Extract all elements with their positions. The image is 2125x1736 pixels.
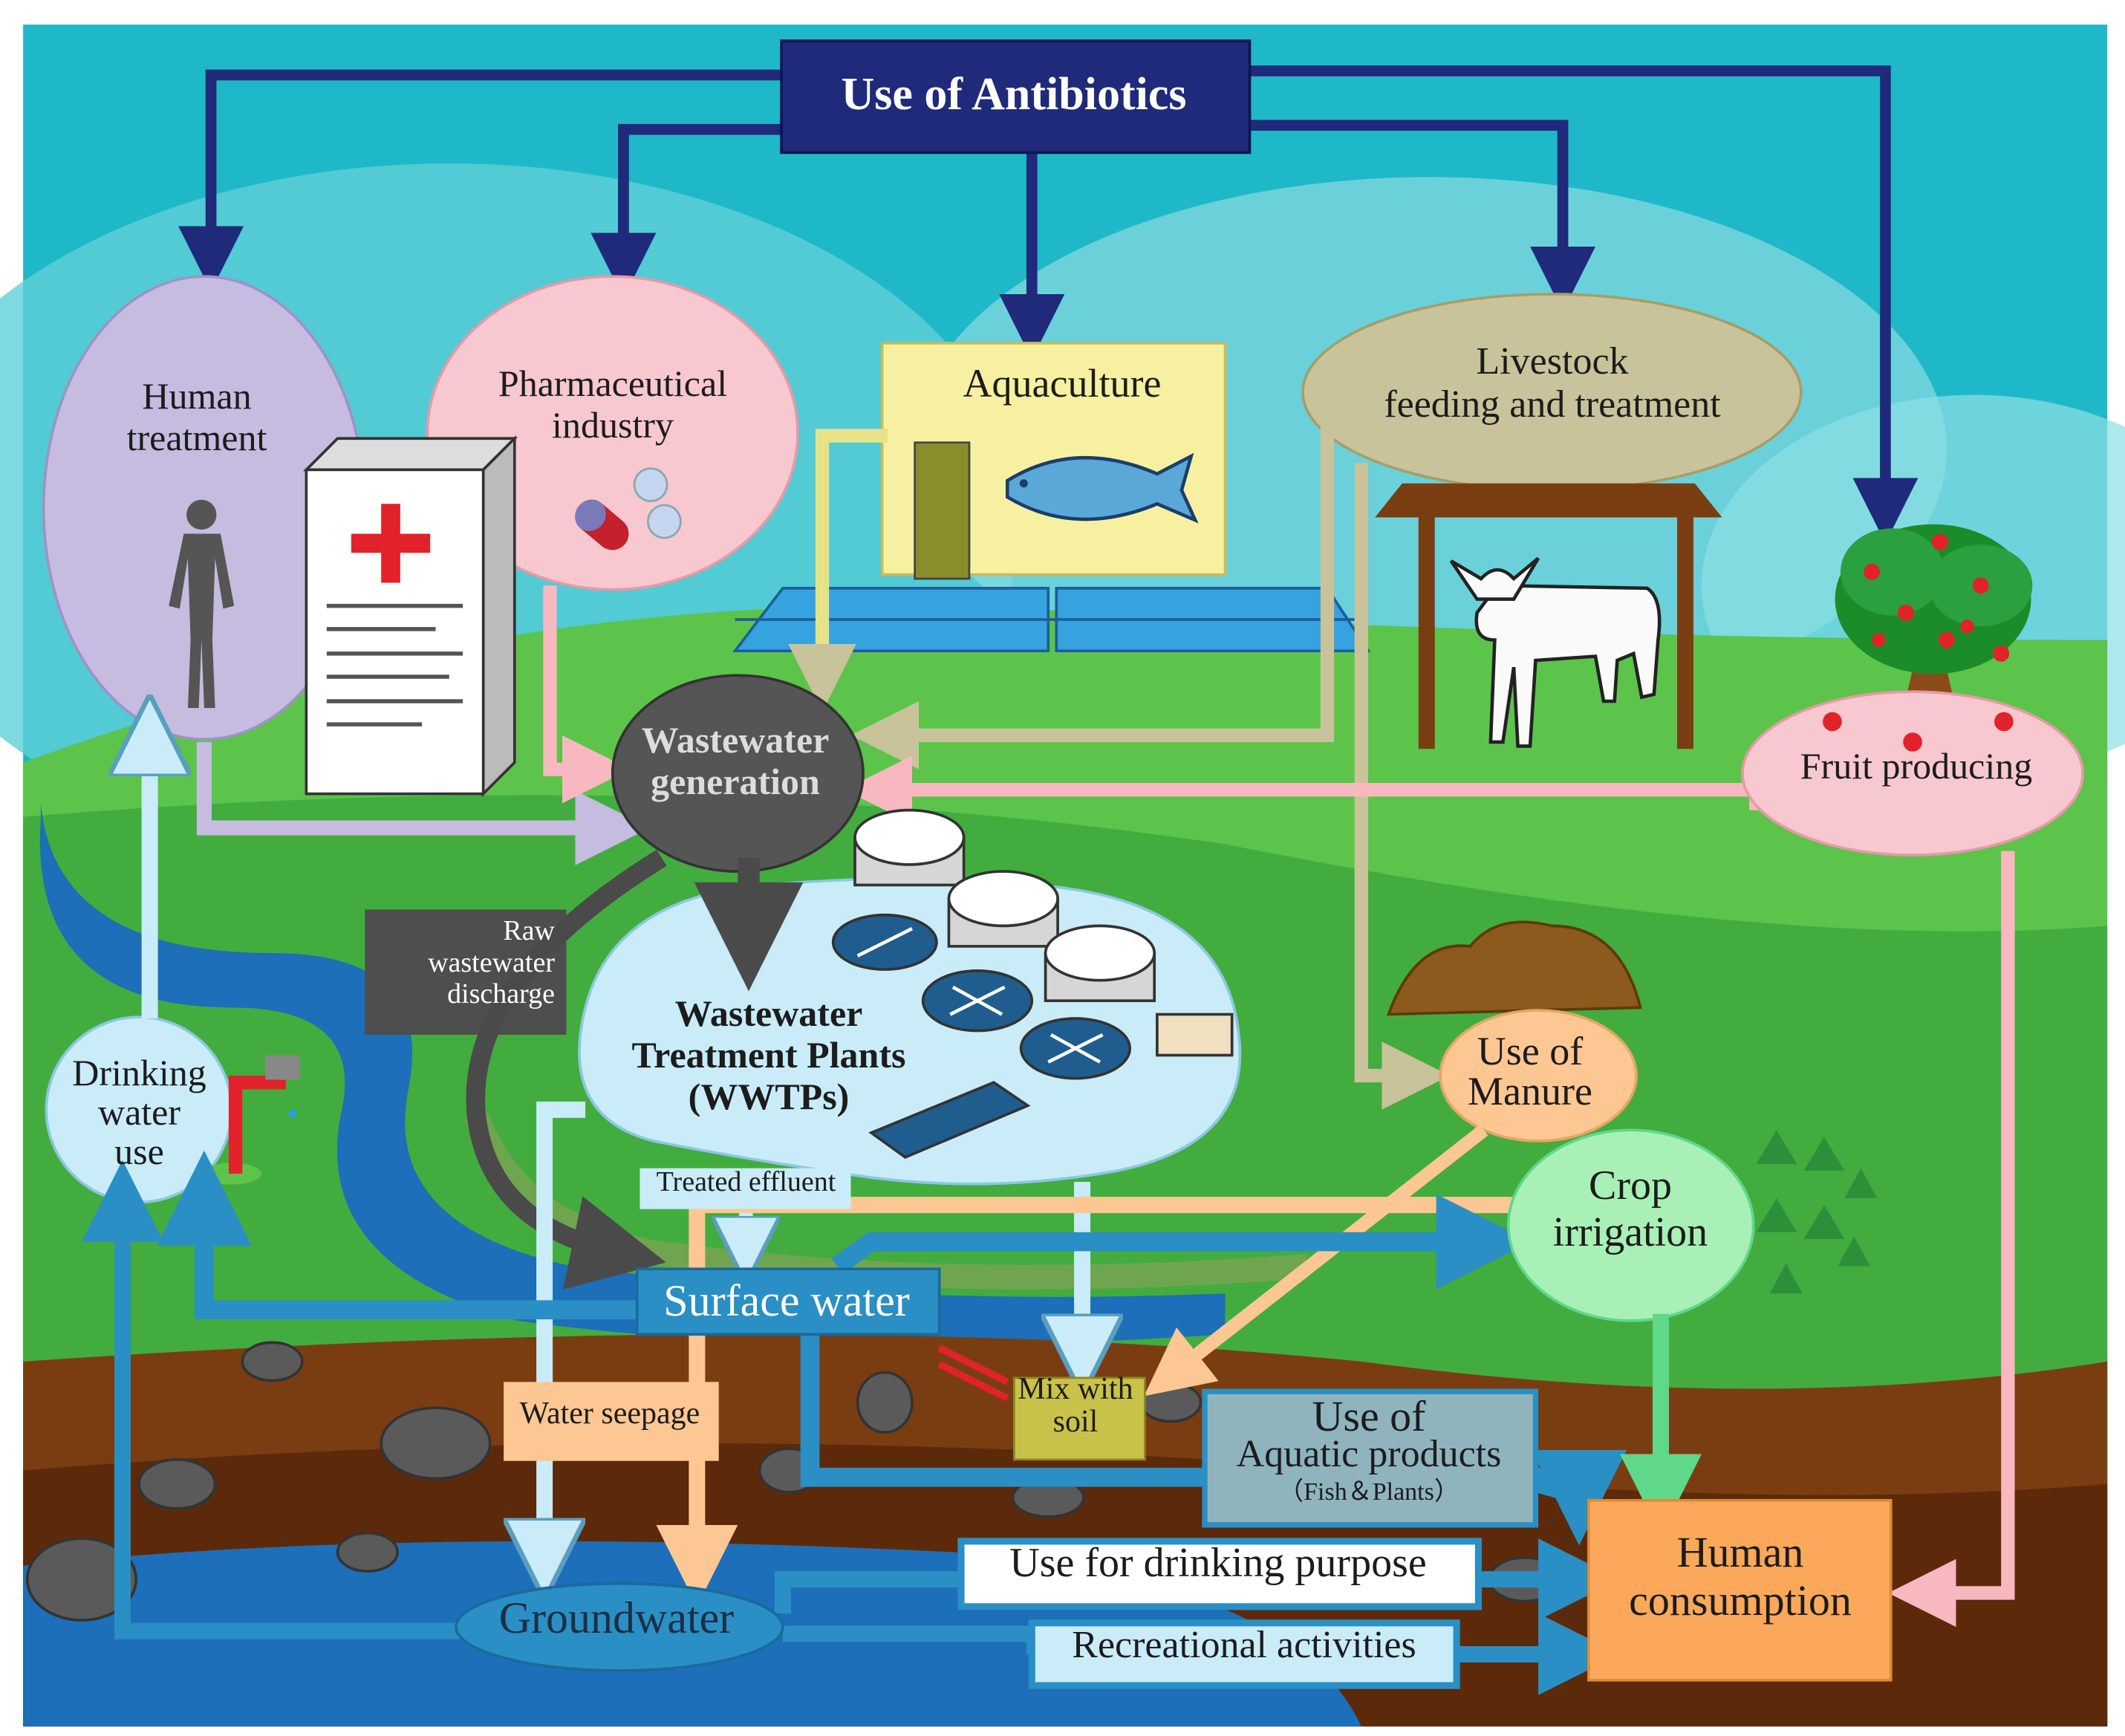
cow-icon bbox=[1449, 556, 1662, 748]
mix-with-soil-box bbox=[1013, 1376, 1146, 1461]
treatment-plant-icon bbox=[831, 808, 1234, 1160]
cow-shelter bbox=[1375, 483, 1722, 750]
aquatic-products-label: Use of bbox=[1312, 1392, 1426, 1440]
manure-label: Use of Manure bbox=[1468, 1029, 1592, 1114]
aquatic-products-box bbox=[1202, 1388, 1539, 1528]
drinking-water-label: Drinking water use bbox=[72, 1052, 206, 1172]
pharmaceutical-node bbox=[426, 275, 799, 591]
flow-surface-to-drinking bbox=[156, 1150, 640, 1320]
pill-icon bbox=[575, 467, 682, 550]
water-seepage-label: Water seepage bbox=[519, 1397, 700, 1431]
drinking-purpose-box bbox=[957, 1538, 1483, 1610]
flow-fruit-to-consumption bbox=[1888, 851, 2015, 1628]
surface-water-box bbox=[635, 1267, 941, 1336]
fruit-drops bbox=[1823, 712, 2014, 752]
wastewater-generation-label: Wastewater generation bbox=[641, 719, 830, 802]
crop-plants-icon bbox=[1756, 1130, 1878, 1294]
wwtp-label: Wastewater Treatment Plants (WWTPs) bbox=[631, 992, 906, 1117]
livestock-label: Livestock feeding and treatment bbox=[1384, 340, 1721, 426]
diagram-title: Use of Antibiotics bbox=[841, 69, 1187, 120]
flow-livestock-to-wastewater bbox=[850, 422, 1335, 770]
flow-aquatic-to-consumption bbox=[1529, 1477, 1581, 1504]
groundwater-node bbox=[455, 1581, 784, 1672]
flow-aquaculture-to-wastewater bbox=[788, 429, 888, 712]
human-figure-icon bbox=[169, 499, 235, 709]
door-icon bbox=[914, 441, 971, 580]
aquaculture-label: Aquaculture bbox=[963, 361, 1162, 406]
water-seepage-box bbox=[504, 1382, 719, 1461]
flow-groundwater-to-drinking bbox=[774, 1571, 967, 1613]
reaction-icon bbox=[937, 1345, 1009, 1402]
flow-pharma-to-wastewater bbox=[543, 585, 631, 804]
surface-water-label: Surface water bbox=[663, 1276, 910, 1325]
flow-surface-to-consumption bbox=[800, 1327, 1627, 1546]
aquatic-products-label-2: Aquatic products bbox=[1236, 1433, 1502, 1475]
human-treatment-label: Human treatment bbox=[126, 375, 267, 458]
manure-icon bbox=[1386, 920, 1642, 1016]
title-box bbox=[780, 39, 1252, 155]
treated-effluent-box bbox=[640, 1168, 851, 1209]
flow-groundwater-to-drinking-use bbox=[81, 1160, 463, 1639]
crop-irrigation-node bbox=[1506, 1128, 1755, 1322]
mix-with-soil-label: Mix with soil bbox=[1018, 1372, 1133, 1440]
aquatic-products-label-3: （Fish＆Plants） bbox=[1278, 1478, 1459, 1506]
navy-arrows bbox=[178, 65, 1919, 544]
treated-effluent-label: Treated effluent bbox=[656, 1166, 836, 1197]
fruit-producing-node bbox=[1741, 690, 2085, 856]
medical-document-icon bbox=[302, 435, 518, 798]
groundwater-label: Groundwater bbox=[498, 1593, 735, 1642]
recreational-label: Recreational activities bbox=[1072, 1624, 1416, 1666]
raw-discharge-label: Raw wastewater discharge bbox=[428, 915, 555, 1010]
flow-human-to-wastewater bbox=[196, 741, 651, 865]
drinking-purpose-label: Use for drinking purpose bbox=[1009, 1540, 1427, 1586]
flow-surface-to-irrigation bbox=[831, 1194, 1532, 1290]
human-consumption-label: Human consumption bbox=[1629, 1528, 1852, 1625]
pharmaceutical-label: Pharmaceutical industry bbox=[498, 363, 728, 446]
crop-irrigation-label: Crop irrigation bbox=[1552, 1163, 1708, 1255]
flow-manure-to-soil bbox=[1144, 1125, 1488, 1397]
fruit-producing-label: Fruit producing bbox=[1800, 745, 2033, 787]
rocks bbox=[25, 1341, 1562, 1622]
recreational-box bbox=[1028, 1619, 1460, 1689]
fish-icon bbox=[1005, 452, 1199, 524]
flow-livestock-to-manure bbox=[1354, 463, 1450, 1110]
use-of-manure-node bbox=[1439, 1009, 1638, 1142]
human-consumption-box bbox=[1587, 1499, 1893, 1682]
